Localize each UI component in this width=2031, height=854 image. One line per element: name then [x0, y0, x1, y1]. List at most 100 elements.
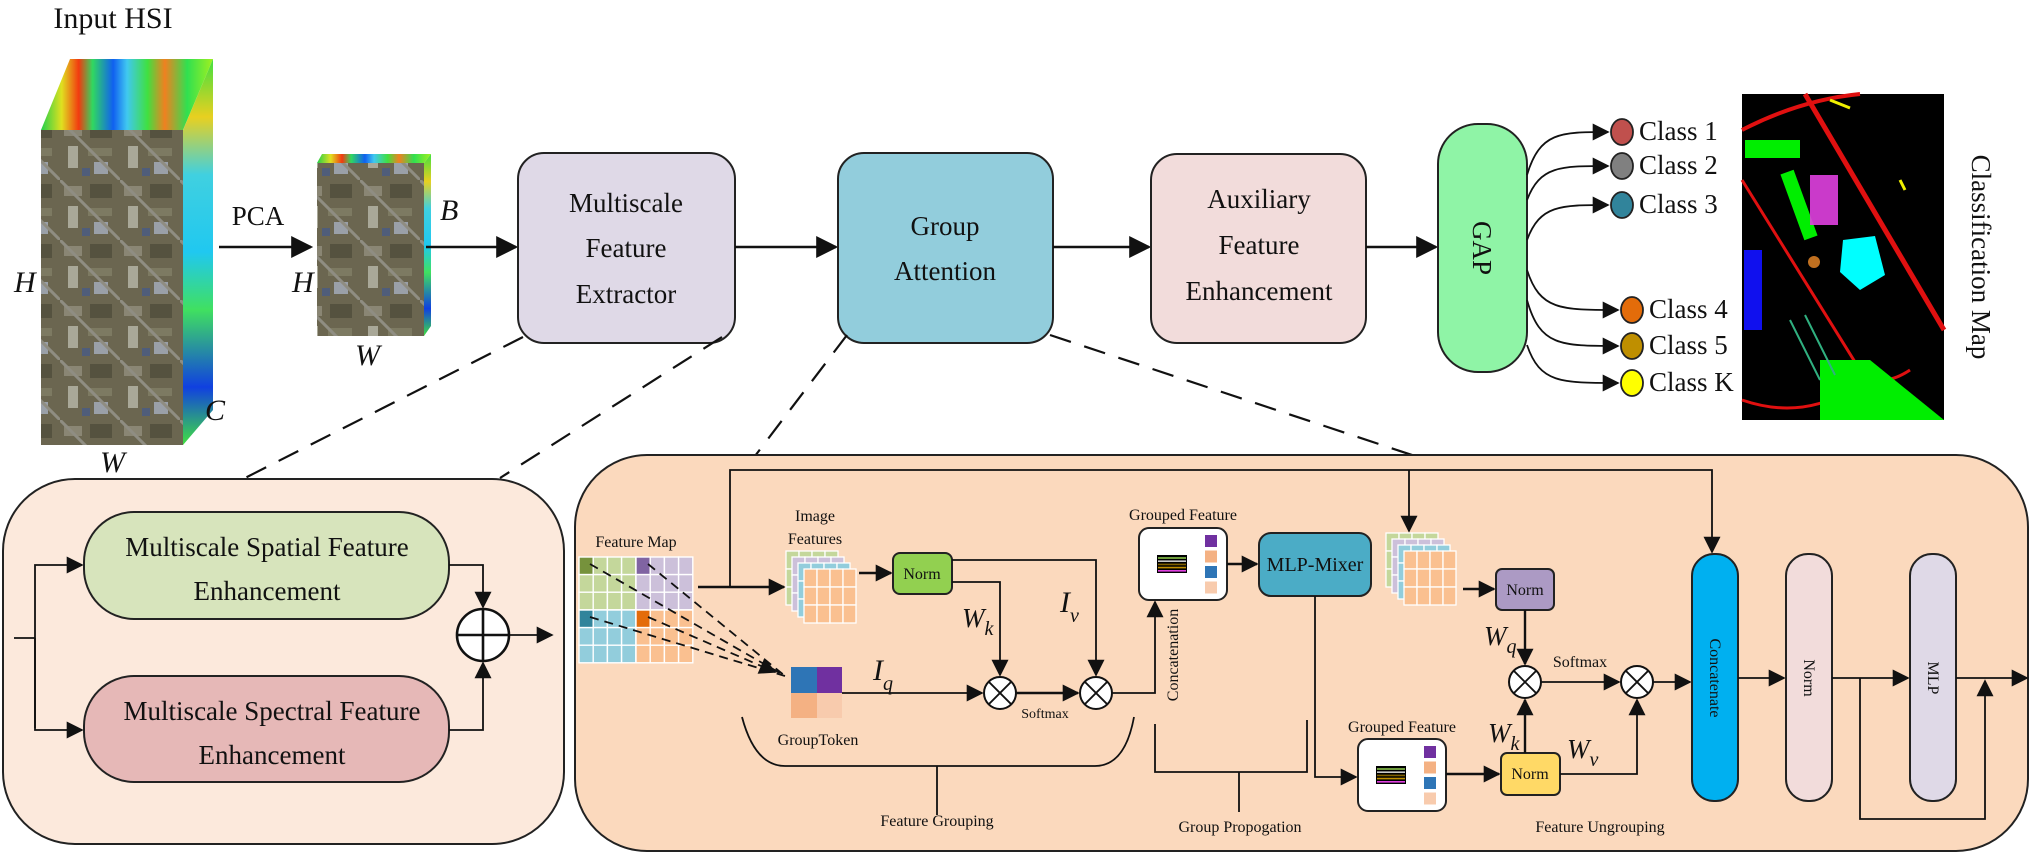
skip-connection-to-concatenate	[729, 469, 1721, 587]
multiscale-spectral-enhancement-block[interactable]: Multiscale Spectral Feature Enhancement	[83, 675, 450, 783]
iv-label: Iv	[1059, 586, 1079, 627]
feature-cell	[829, 604, 844, 624]
feature-map-cell	[592, 626, 609, 646]
input-dim-h: H	[13, 266, 38, 299]
class-label: Class 3	[1639, 189, 1718, 219]
group-token-swatch	[1205, 550, 1217, 563]
class-connector-arrow	[1526, 299, 1620, 355]
feature-map-cell	[649, 644, 666, 664]
reduced-side-face	[424, 154, 431, 336]
concatenate-block[interactable]: Concatenate	[1691, 553, 1739, 802]
feature-map-cell	[578, 556, 594, 576]
norm-1-label: Norm	[903, 566, 941, 583]
feature-map-cell	[620, 556, 637, 576]
feature-map-dashed-lines	[589, 563, 786, 677]
feature-map-cell	[635, 556, 651, 576]
group-token-swatch	[1424, 792, 1436, 805]
zoom-connector-extractor-left	[244, 336, 524, 479]
multiply-node-icon	[1620, 665, 1654, 699]
grouped-feature-label-1: Grouped Feature	[1129, 507, 1237, 524]
feature-cell	[1416, 550, 1431, 570]
group-token-swatch	[1205, 535, 1217, 547]
norm-block-query[interactable]: Norm	[1495, 568, 1555, 611]
group-attention-line-1: Group	[911, 211, 980, 241]
input-hsi-cube	[41, 59, 213, 445]
feature-map-cell	[578, 609, 594, 629]
spatial-to-sum-arrow	[449, 564, 492, 609]
auxiliary-line-1: Auxiliary	[1207, 184, 1311, 214]
class-connector-arrow	[1526, 123, 1610, 176]
feature-cell	[816, 586, 831, 606]
multiscale-spatial-enhancement-block[interactable]: Multiscale Spatial Feature Enhancement	[83, 511, 450, 620]
grouped-feature-box	[1357, 738, 1447, 812]
ungroup-image-features-stack	[1385, 532, 1457, 606]
concatenate-label: Concatenate	[1706, 638, 1723, 717]
feature-map-cell	[677, 644, 694, 664]
class-connector-arrow	[1526, 157, 1610, 201]
group-token	[791, 667, 842, 718]
multiscale-extractor-detail-panel: Multiscale Spatial Feature Enhancement M…	[2, 478, 565, 845]
multiply-node-icon	[983, 676, 1017, 710]
group-attention-block[interactable]: Group Attention	[837, 152, 1054, 344]
wv-arrow	[1560, 698, 1646, 775]
feature-cell	[803, 568, 818, 588]
grouped-feature-label-2: Grouped Feature	[1348, 719, 1456, 736]
feature-cell	[1429, 550, 1444, 570]
class-label: Class 2	[1639, 150, 1718, 180]
wk-arrow	[952, 581, 1009, 677]
feature-cell	[1416, 586, 1431, 606]
wv-label: Wv	[1567, 734, 1599, 771]
feature-map-cell	[606, 556, 623, 576]
norm-block-key-value[interactable]: Norm	[1500, 752, 1561, 796]
image-features-label-2: Features	[788, 531, 842, 548]
gap-label: GAP	[1467, 221, 1497, 275]
spectral-line-2: Enhancement	[199, 740, 346, 770]
norm-bar-block[interactable]: Norm	[1785, 553, 1833, 802]
feature-map-cell	[578, 644, 594, 664]
feature-cell	[842, 604, 857, 624]
input-dim-c: C	[205, 394, 226, 427]
auxiliary-feature-enhancement-block[interactable]: Auxiliary Feature Enhancement	[1150, 153, 1367, 344]
mlp-mixer-block[interactable]: MLP-Mixer	[1258, 532, 1372, 597]
zoom-connector-attention-left	[754, 334, 848, 457]
extractor-line-3: Extractor	[576, 279, 676, 309]
feature-map-cell	[620, 609, 637, 629]
split-arrow-spectral	[34, 638, 84, 739]
class-label: Class 5	[1649, 330, 1728, 360]
norm-block-grouping[interactable]: Norm	[892, 552, 953, 595]
wk-label: Wk	[962, 603, 995, 640]
feature-map-cell	[635, 644, 651, 664]
mlp-bar-label: MLP	[1924, 662, 1941, 695]
zoom-connector-attention-right	[1049, 333, 1416, 458]
image-features-label-1: Image	[795, 508, 835, 525]
feature-map-cell	[635, 609, 651, 629]
gap-block[interactable]: GAP	[1437, 123, 1528, 373]
feature-cell	[803, 604, 818, 624]
feature-map-cell	[677, 556, 694, 576]
mlp-mixer-to-grouped-feature-arrow	[1314, 596, 1358, 786]
feature-map-cell	[578, 573, 594, 593]
feature-cell	[829, 568, 844, 588]
mlp-bar-block[interactable]: MLP	[1909, 553, 1957, 802]
norm-bar-label: Norm	[1800, 659, 1817, 697]
feature-grouping-bracket	[741, 716, 1135, 767]
group-token-swatch	[1424, 761, 1436, 774]
group-propagation-label: Group Propogation	[1178, 819, 1301, 836]
group-attention-detail-panel: Feature Map Image Features Norm Wk Iv	[574, 454, 2029, 852]
class-color-dot-icon	[1610, 152, 1634, 180]
feature-cell	[1403, 568, 1418, 588]
class-label: Class 1	[1639, 116, 1718, 146]
group-token-label: GroupToken	[778, 732, 859, 749]
multiscale-feature-extractor-block[interactable]: Multiscale Feature Extractor	[517, 152, 736, 344]
element-wise-sum-icon	[455, 607, 511, 663]
softmax-label-1: Softmax	[1021, 707, 1068, 722]
group-attention-line-2: Attention	[894, 256, 996, 286]
grouped-feature-box	[1138, 527, 1228, 601]
spatial-line-1: Multiscale Spatial Feature	[125, 532, 408, 562]
feature-map-cell	[606, 626, 623, 646]
spectral-line-1: Multiscale Spectral Feature	[124, 696, 421, 726]
concatenation-label: Concatenation	[1165, 609, 1182, 701]
multiply-node-icon	[1508, 665, 1542, 699]
feature-cell	[1403, 586, 1418, 606]
